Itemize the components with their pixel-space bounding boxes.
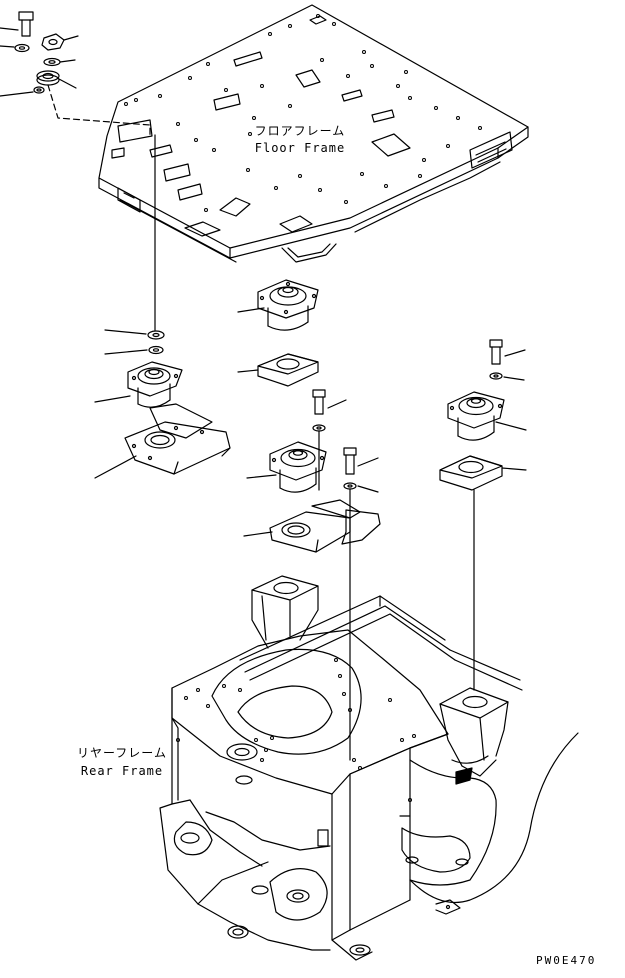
left-mount-stack (95, 330, 230, 478)
cab-mount-center-upper (258, 280, 318, 330)
nut-top-left (42, 34, 64, 50)
cab-mount-left (128, 362, 182, 407)
rear-frame-right-arm (400, 760, 496, 914)
washer-small (34, 87, 44, 93)
bolt-top-left (19, 12, 33, 36)
rear-frame (160, 576, 578, 960)
floor-frame-label-jp: フロアフレーム (254, 124, 346, 138)
center-right-bolt-stack (344, 448, 378, 760)
rear-frame-cross-beam (240, 596, 522, 690)
washer-center (313, 425, 325, 431)
floor-frame-side-box (470, 132, 512, 168)
floor-frame-holes (125, 15, 482, 212)
floor-frame-mount-hardware (0, 12, 150, 135)
floor-frame-front-box (118, 188, 140, 212)
floor-frame-handle (282, 244, 336, 262)
bolt-right (490, 340, 502, 364)
center-lower-mount-stack (244, 390, 380, 552)
cab-mount-right (448, 392, 504, 440)
rear-frame-label-en: Rear Frame (80, 764, 164, 778)
washer-left-2 (149, 347, 163, 354)
washer-left-1 (148, 331, 164, 339)
spacer-washer (37, 71, 59, 85)
cab-mount-center-lower (270, 442, 326, 492)
washer-2 (44, 59, 60, 66)
leader-line (0, 28, 18, 30)
mount-bracket-left (125, 404, 230, 474)
rear-frame-left-body (160, 688, 330, 950)
bolt-center (313, 390, 325, 414)
mount-bracket-center (270, 500, 380, 552)
rear-frame-label-jp: リヤーフレーム (77, 746, 167, 760)
rear-frame-mount-tower-right (440, 688, 508, 784)
bolt-center-right (344, 448, 356, 474)
floor-frame-label-en: Floor Frame (254, 141, 346, 155)
washer-right (490, 373, 502, 379)
floor-frame (99, 5, 528, 262)
center-upper-mount-stack (238, 280, 318, 386)
rear-frame-center-box (332, 734, 448, 960)
assembly-axis-line (48, 85, 150, 135)
washer-center-right (344, 483, 356, 489)
washer-top-left (15, 45, 29, 52)
hose-line (410, 733, 578, 903)
spacer-plate-right (440, 456, 502, 490)
drawing-code: PW0E470 (536, 954, 597, 967)
spacer-plate-center (258, 354, 318, 386)
rear-frame-mount-tower-left (252, 576, 318, 648)
rear-frame-top-deck (172, 630, 448, 794)
floor-frame-cutouts (112, 16, 410, 232)
rear-frame-holes (177, 659, 416, 802)
right-mount-stack (440, 340, 526, 690)
